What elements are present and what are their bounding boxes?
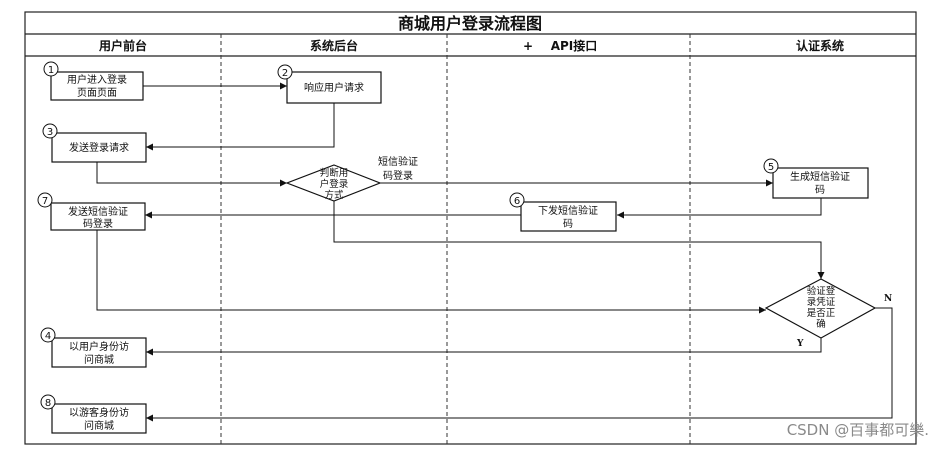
step-badge-number: 3 — [47, 127, 53, 138]
process-enter-login-line: 用户进入登录 — [67, 73, 127, 86]
lane-header-api: API接口 — [551, 38, 598, 53]
step-badge-number: 5 — [768, 162, 774, 173]
step-badge — [277, 64, 293, 80]
process-send-login-line: 发送登录请求 — [69, 141, 129, 154]
step-badge-number: 6 — [514, 196, 520, 207]
process-enter-login — [50, 71, 144, 101]
step-badge — [37, 192, 53, 208]
process-generate-code — [772, 167, 869, 199]
step-badge — [42, 123, 58, 139]
watermark: CSDN @百事都可樂. — [786, 421, 929, 439]
process-issue-code — [520, 201, 617, 232]
step-badge — [43, 61, 59, 77]
process-access-as-guest-line: 问商城 — [84, 419, 114, 432]
decision-verify-credential-line: 是否正 — [807, 308, 836, 319]
edge-gen-code-to-issue-code — [617, 198, 822, 219]
process-enter-login-line: 页面页面 — [77, 87, 117, 99]
edge-label-sms-login: 短信验证 — [378, 155, 418, 168]
step-badge-number: 8 — [45, 398, 51, 409]
step-badge — [40, 394, 56, 410]
process-issue-code-line: 下发短信验证 — [538, 204, 598, 217]
process-access-as-user-line: 以用户身份访 — [69, 340, 129, 353]
decision-verify-credential-line: 验证登 — [807, 285, 836, 297]
process-access-as-guest — [51, 403, 147, 434]
process-respond-request-line: 响应用户请求 — [304, 81, 364, 94]
process-issue-code-line: 码 — [563, 218, 573, 230]
edge-label-sms-login: 码登录 — [383, 169, 413, 182]
edge-label-yes: Y — [796, 339, 804, 349]
edge-verify-no-to-guest — [146, 307, 893, 422]
edge-verify-yes-to-user — [146, 338, 822, 356]
process-send-code-login-line: 发送短信验证 — [68, 205, 128, 218]
lane-header-api-marker: + — [523, 39, 533, 53]
process-send-login — [51, 132, 147, 163]
edge-send-code-to-verify — [96, 230, 766, 314]
diagram-title: 商城用户登录流程图 — [398, 14, 542, 33]
step-badge-number: 7 — [42, 196, 48, 207]
step-badge — [40, 327, 56, 343]
process-access-as-user — [51, 337, 147, 368]
step-badge — [763, 158, 779, 174]
process-generate-code-line: 码 — [815, 184, 825, 196]
decision-judge-login-mode-line: 方式 — [324, 189, 344, 201]
step-badge-number: 2 — [282, 68, 288, 79]
decision-judge-login-mode — [285, 164, 382, 202]
process-send-code-login — [50, 202, 146, 231]
edge-label-no: N — [884, 294, 892, 304]
step-badge-number: 1 — [48, 65, 54, 76]
edge-send-login-to-judge — [96, 162, 287, 187]
edge-respond-to-send-login — [146, 103, 335, 151]
lane-header-backend: 系统后台 — [310, 38, 358, 53]
decision-verify-credential — [764, 278, 877, 339]
lane-header-user-frontend: 用户前台 — [98, 38, 147, 53]
process-access-as-guest-line: 以游客身份访 — [69, 406, 129, 419]
outer-frame — [24, 11, 917, 445]
lane-header-auth: 认证系统 — [796, 38, 844, 53]
process-send-code-login-line: 码登录 — [83, 217, 113, 230]
decision-judge-login-mode-line: 户登录 — [320, 178, 349, 190]
decision-judge-login-mode-line: 判断用 — [320, 167, 349, 179]
process-respond-request — [286, 71, 382, 104]
step-badge — [509, 192, 525, 208]
step-badge-number: 4 — [45, 331, 51, 342]
edge-judge-to-verify — [333, 201, 825, 279]
decision-verify-credential-line: 确 — [816, 318, 826, 330]
process-access-as-user-line: 问商城 — [84, 353, 114, 366]
decision-verify-credential-line: 录凭证 — [807, 296, 836, 308]
process-generate-code-line: 生成短信验证 — [790, 170, 850, 183]
